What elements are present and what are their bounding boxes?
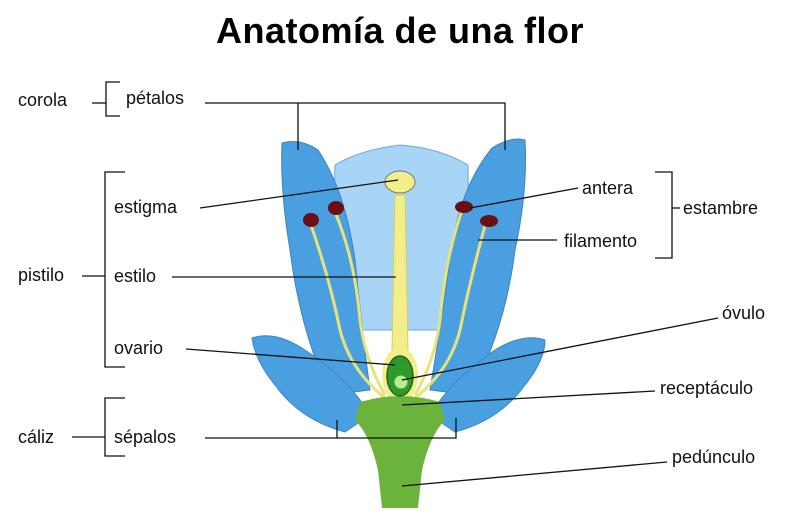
anther xyxy=(480,215,498,227)
label-petalos: pétalos xyxy=(126,88,185,108)
anther xyxy=(328,201,344,215)
right-sepal xyxy=(429,337,546,433)
filament xyxy=(333,211,387,396)
label-caliz: cáliz xyxy=(18,427,55,447)
label-ovulo: óvulo xyxy=(722,303,766,323)
stigma xyxy=(384,170,416,194)
label-estambre: estambre xyxy=(683,198,759,218)
page-title: Anatomía de una flor xyxy=(215,10,585,51)
label-receptaculo: receptáculo xyxy=(660,378,754,398)
anther xyxy=(455,201,473,213)
ovule xyxy=(393,374,409,390)
label-pedunculo: pedúnculo xyxy=(672,447,756,467)
receptacle xyxy=(355,396,445,508)
label-sepalos: sépalos xyxy=(114,427,177,447)
label-estigma: estigma xyxy=(114,197,178,217)
filament xyxy=(413,209,464,396)
label-filamento: filamento xyxy=(564,231,638,251)
filament xyxy=(414,221,488,400)
label-pistilo: pistilo xyxy=(18,265,65,285)
right-petal xyxy=(429,138,527,396)
style xyxy=(391,194,409,351)
label-corola: corola xyxy=(18,90,68,110)
left-sepal xyxy=(251,335,371,433)
label-estilo: estilo xyxy=(114,266,157,286)
label-antera: antera xyxy=(582,178,634,198)
anther xyxy=(303,213,319,227)
label-ovario: ovario xyxy=(114,338,164,358)
filament xyxy=(308,221,386,400)
